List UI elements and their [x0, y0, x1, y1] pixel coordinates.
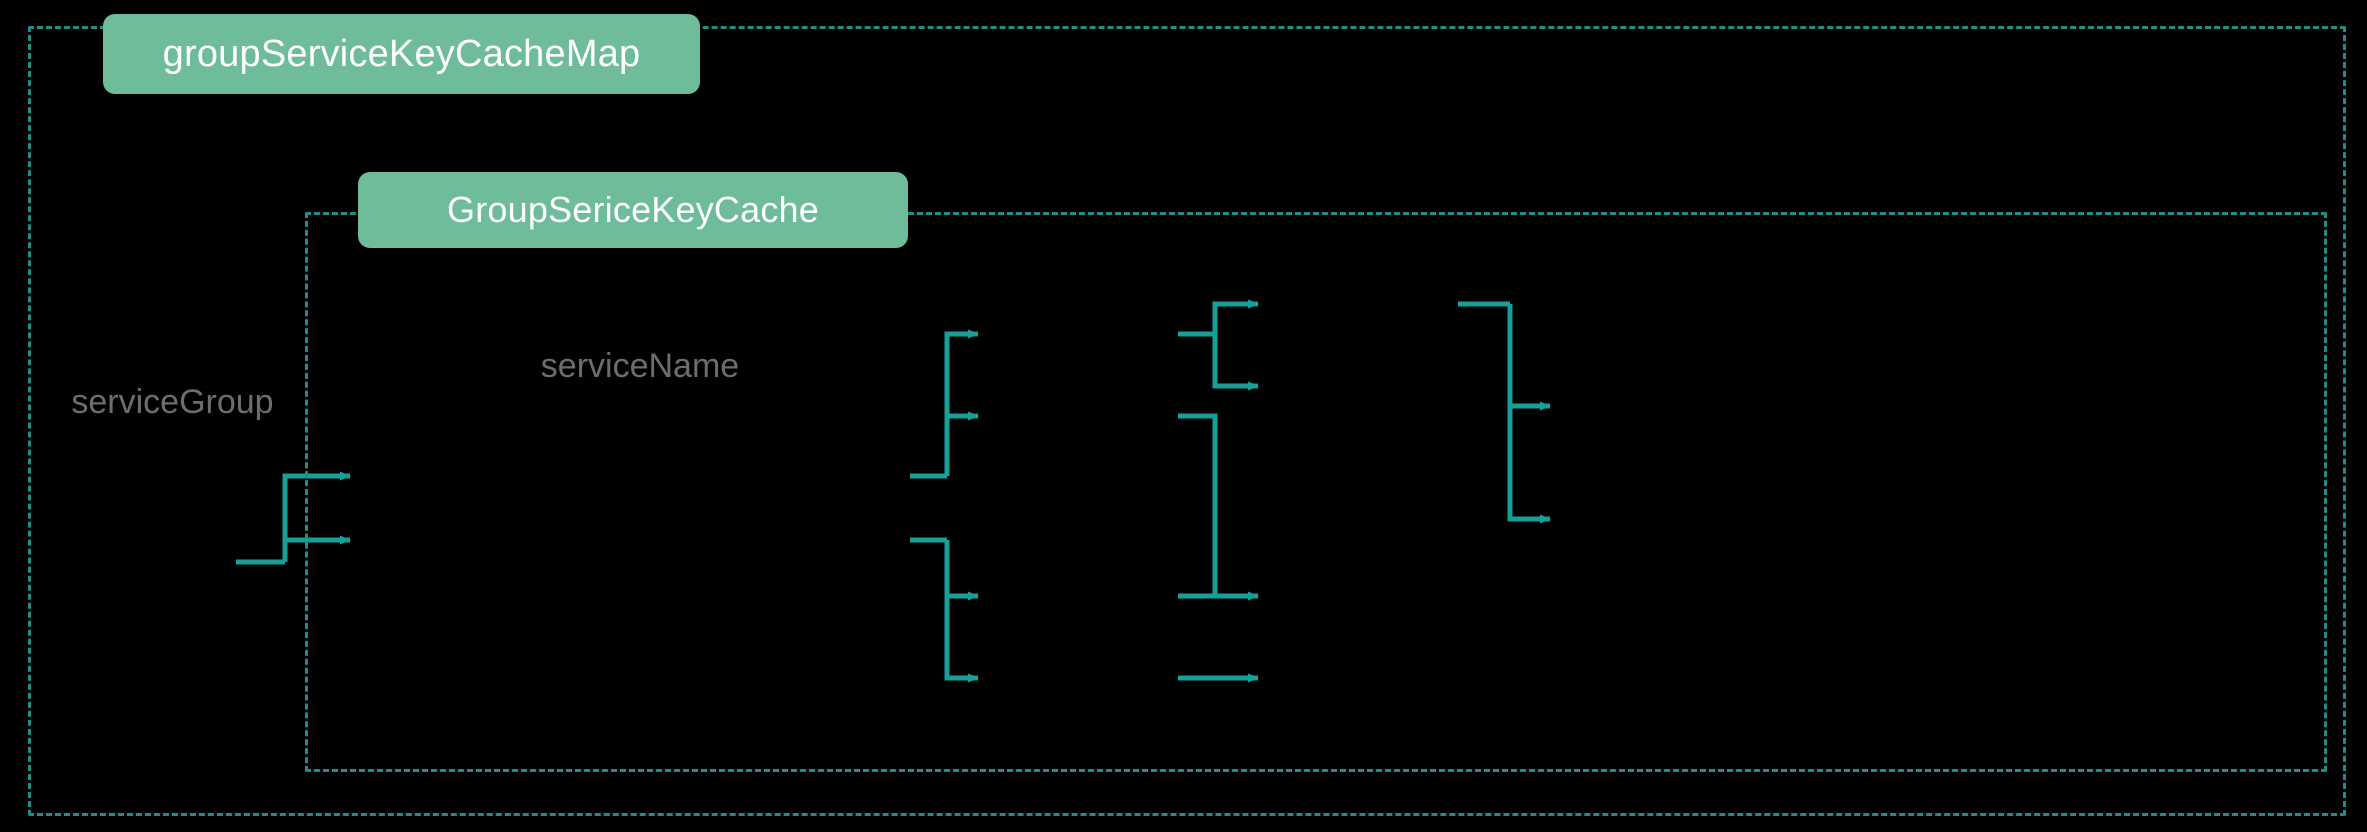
title-pill-group-service-key-cache-map: groupServiceKeyCacheMap: [103, 14, 700, 94]
column-caption-service-group: serviceGroup: [71, 383, 274, 421]
title-pill-group-serice-key-cache: GroupSericeKeyCache: [358, 172, 908, 248]
group-serice-key-cache-frame: [305, 212, 2327, 772]
group-service-key-cache-map-frame: [28, 26, 2346, 816]
column-caption-service-name: serviceName: [540, 347, 740, 385]
